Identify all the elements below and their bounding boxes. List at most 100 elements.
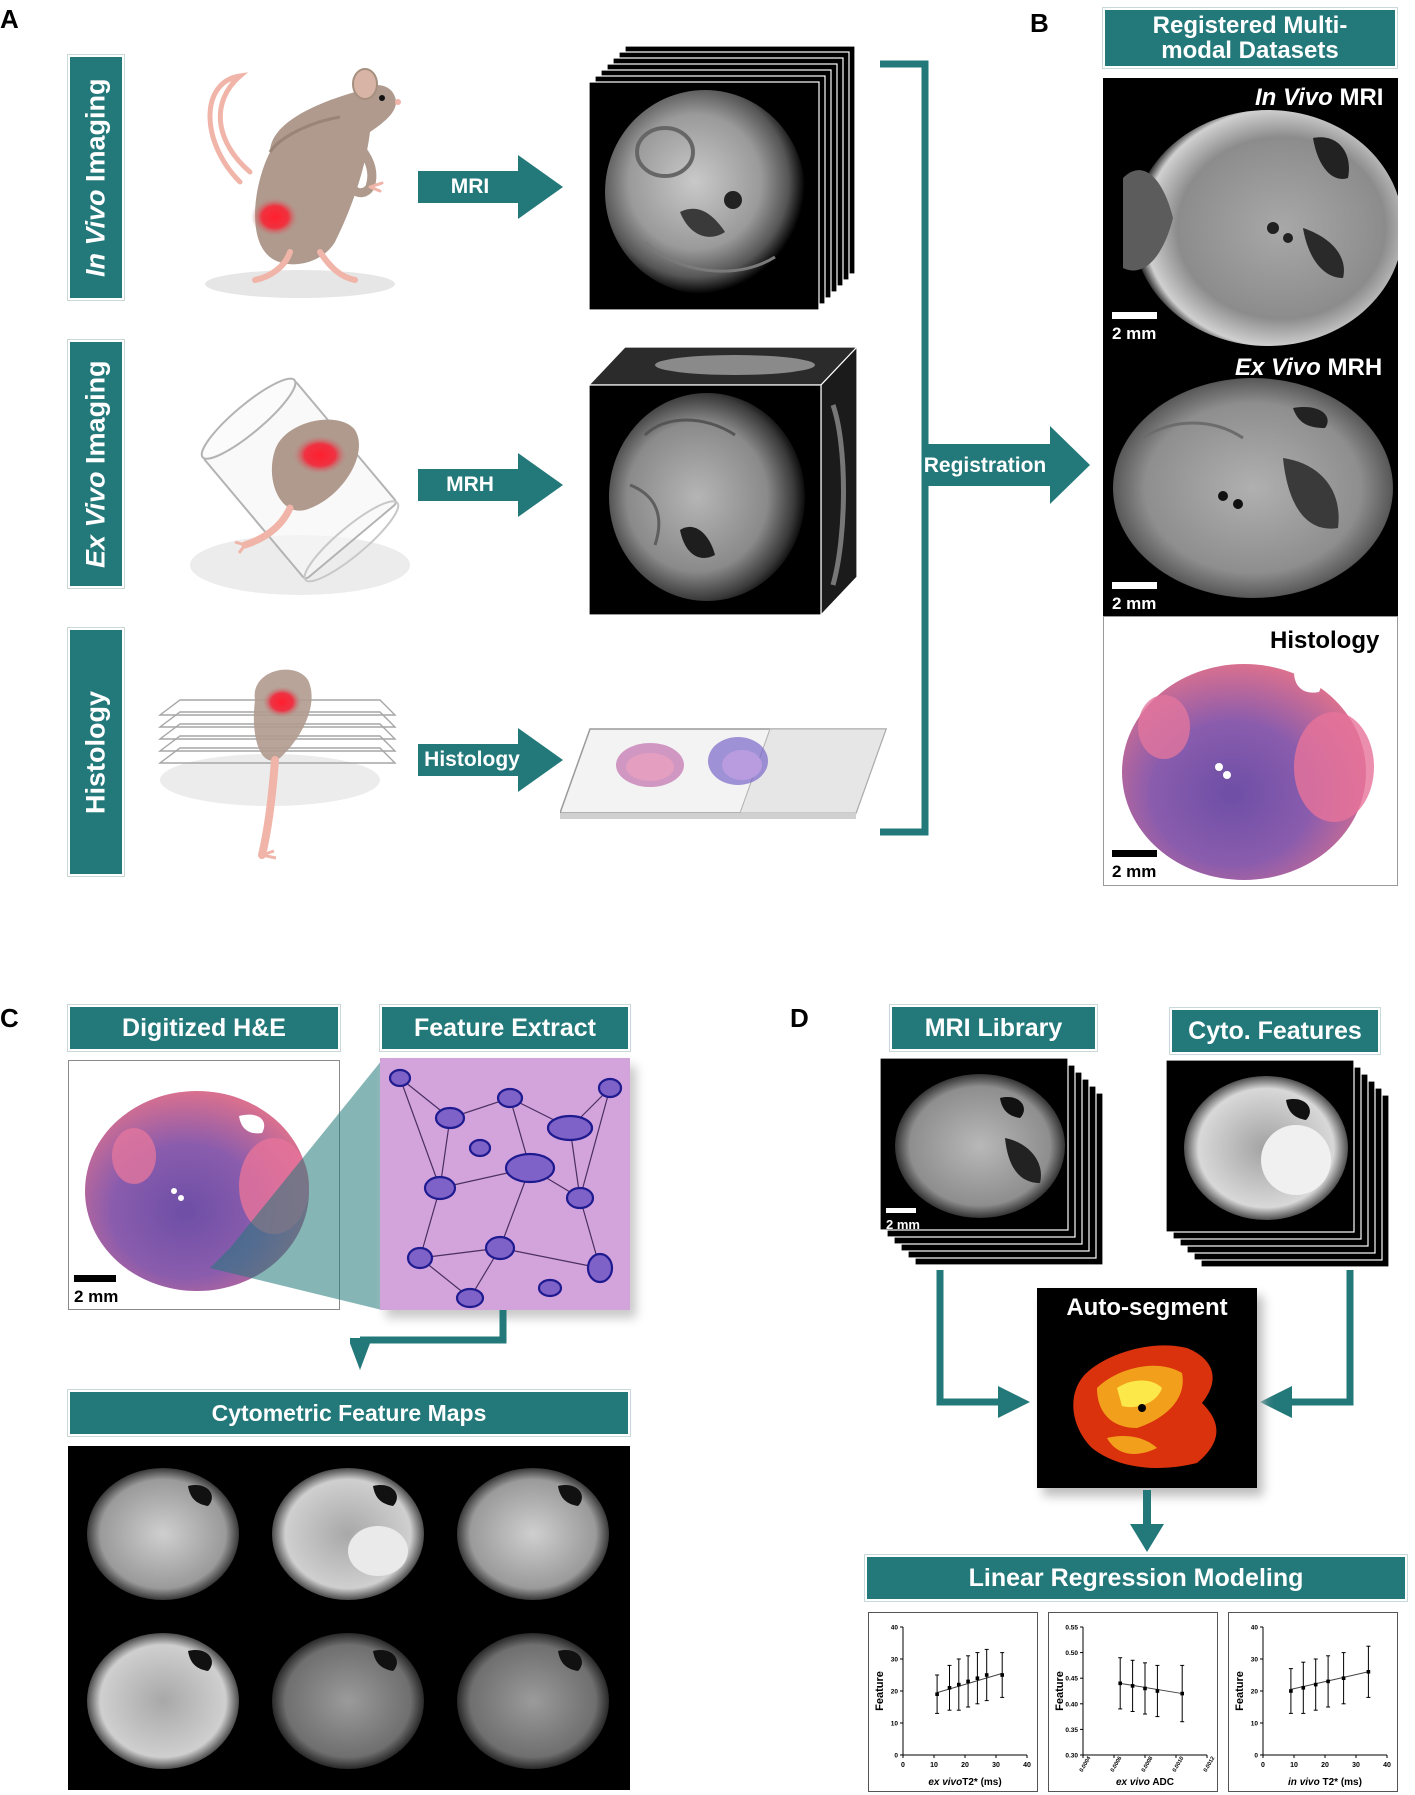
mri-library-stack xyxy=(880,1058,1104,1266)
x-axis-label: in vivo T2* (ms) xyxy=(1288,1777,1362,1788)
y-tick-label: 0.55 xyxy=(1065,1625,1078,1632)
y-tick-label: 10 xyxy=(891,1721,899,1728)
cytometric-feature-maps-grid xyxy=(68,1446,630,1790)
feature-map-2 xyxy=(272,1468,424,1600)
x-tick-label: 20 xyxy=(961,1762,969,1769)
registered-datasets-title: Registered Multi- modal Datasets xyxy=(1102,7,1398,69)
data-point xyxy=(1366,1670,1371,1674)
auto-segment-image xyxy=(1037,1288,1257,1488)
feature-map-6 xyxy=(457,1633,609,1769)
x-tick-label: 0.0012 xyxy=(1203,1756,1217,1774)
scale-label-ex-vivo: 2 mm xyxy=(1112,594,1157,613)
scale-bar-histology xyxy=(1112,850,1157,857)
row-label-histology: Histology xyxy=(67,627,125,877)
panel-c-label: C xyxy=(0,1003,19,1033)
segment-to-regression-arrow xyxy=(1130,1490,1164,1552)
x-tick-label: 10 xyxy=(1290,1762,1298,1769)
data-point xyxy=(935,1692,939,1696)
row-label-in-vivo-imaging: In Vivo Imaging xyxy=(67,54,125,301)
mrh-arrow-label: MRH xyxy=(446,473,494,496)
x-tick-label: 0.0008 xyxy=(1141,1756,1155,1774)
data-point xyxy=(1155,1689,1160,1693)
x-tick-label: 0.0004 xyxy=(1079,1755,1093,1773)
y-tick-label: 30 xyxy=(1251,1657,1259,1664)
x-tick-label: 20 xyxy=(1321,1762,1329,1769)
panel-b-label: B xyxy=(1030,8,1049,38)
y-axis-label: Feature xyxy=(1234,1671,1246,1711)
feature-extract-image xyxy=(380,1058,630,1310)
y-axis-label: Feature xyxy=(1054,1671,1066,1711)
row-label-ex-vivo-imaging: Ex Vivo Imaging xyxy=(67,339,125,589)
y-axis-label: Feature xyxy=(874,1671,886,1711)
mrh-image-cube xyxy=(587,345,859,617)
ex-vivo-mrh-image xyxy=(1103,348,1398,616)
y-tick-label: 40 xyxy=(891,1625,899,1632)
cyto-features-to-segment-arrow xyxy=(1260,1270,1354,1418)
x-tick-label: 0 xyxy=(1261,1762,1265,1769)
x-tick-label: 40 xyxy=(1023,1762,1031,1769)
histology-label: Histology xyxy=(1270,627,1380,654)
registration-bracket xyxy=(880,60,1090,836)
data-point xyxy=(1143,1686,1147,1691)
scale-label-histology: 2 mm xyxy=(1112,862,1157,881)
scale-bar-digitized xyxy=(74,1275,116,1282)
fit-line xyxy=(1120,1682,1183,1695)
digitized-he-title: Digitized H&E xyxy=(67,1004,341,1052)
linear-regression-title: Linear Regression Modeling xyxy=(864,1554,1408,1602)
scale-label-digitized: 2 mm xyxy=(74,1287,119,1306)
y-tick-label: 0.50 xyxy=(1065,1650,1078,1657)
y-tick-label: 0.45 xyxy=(1065,1676,1078,1683)
scale-bar-ex-vivo xyxy=(1112,582,1157,589)
mri-library-title: MRI Library xyxy=(889,1004,1098,1052)
data-point xyxy=(1180,1691,1184,1696)
y-tick-label: 10 xyxy=(1251,1721,1259,1728)
mri-image-stack xyxy=(588,45,856,311)
data-point xyxy=(1118,1681,1122,1686)
x-tick-label: 0.0010 xyxy=(1172,1756,1186,1774)
feature-map-5 xyxy=(272,1633,424,1769)
panel-a-label: A xyxy=(0,4,19,34)
mri-library-to-segment-arrow xyxy=(936,1270,1030,1418)
data-point xyxy=(984,1673,989,1677)
x-axis-label: ex vivo ADC xyxy=(1116,1777,1174,1788)
mouse-illustration xyxy=(205,68,401,298)
mrh-arrow xyxy=(418,453,563,517)
data-point xyxy=(1341,1676,1346,1680)
mri-arrow-label: MRI xyxy=(450,175,490,198)
y-tick-label: 0 xyxy=(1254,1753,1258,1760)
data-point xyxy=(1130,1684,1135,1688)
cytometric-feature-maps-title: Cytometric Feature Maps xyxy=(67,1389,631,1437)
histology-arrow-label: Histology xyxy=(424,748,520,771)
mri-arrow xyxy=(418,155,563,219)
data-point xyxy=(1301,1686,1306,1690)
data-point xyxy=(1000,1673,1004,1677)
registration-arrow-label: Registration xyxy=(923,454,1047,477)
auto-segment-label: Auto-segment xyxy=(1066,1294,1228,1321)
y-tick-label: 0 xyxy=(894,1753,898,1760)
x-tick-label: 40 xyxy=(1383,1762,1391,1769)
data-point xyxy=(1313,1682,1318,1687)
scale-label-mri-library: 2 mm xyxy=(886,1217,920,1232)
in-vivo-mri-image xyxy=(1103,78,1398,348)
feature-extract-title: Feature Extract xyxy=(379,1004,631,1052)
zoom-wedge xyxy=(210,1060,382,1310)
data-point xyxy=(1289,1689,1293,1693)
data-point xyxy=(947,1686,952,1690)
y-tick-label: 20 xyxy=(891,1689,899,1696)
cyto-features-stack xyxy=(1166,1060,1390,1268)
x-tick-label: 0 xyxy=(901,1762,905,1769)
data-point xyxy=(975,1676,980,1680)
y-tick-label: 40 xyxy=(1251,1625,1259,1632)
data-point xyxy=(966,1679,970,1684)
x-tick-label: 30 xyxy=(1352,1762,1360,1769)
data-point xyxy=(1326,1679,1330,1684)
feature-map-3 xyxy=(457,1468,609,1600)
histology-slices-illustration xyxy=(157,669,397,860)
feature-map-1 xyxy=(87,1468,239,1600)
feature-maps-arrow xyxy=(350,1310,507,1370)
feature-map-4 xyxy=(87,1633,239,1769)
